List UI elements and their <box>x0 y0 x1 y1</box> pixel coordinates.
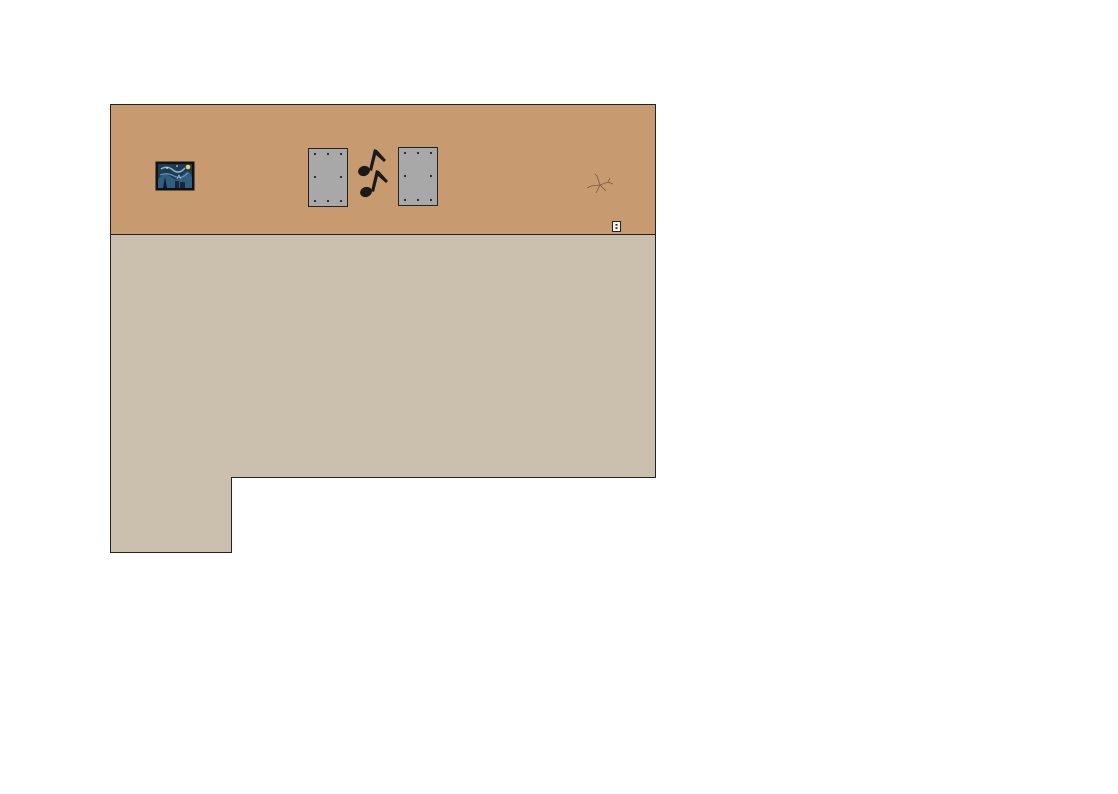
starry-night-painting-icon[interactable] <box>155 161 195 191</box>
speaker-left-icon[interactable] <box>308 148 348 207</box>
wall-crack-icon[interactable] <box>586 173 614 196</box>
music-notes-icon[interactable] <box>356 146 392 202</box>
speaker-right-icon[interactable] <box>398 147 438 206</box>
back-wall <box>110 104 656 235</box>
power-outlet-icon[interactable] <box>612 219 621 232</box>
